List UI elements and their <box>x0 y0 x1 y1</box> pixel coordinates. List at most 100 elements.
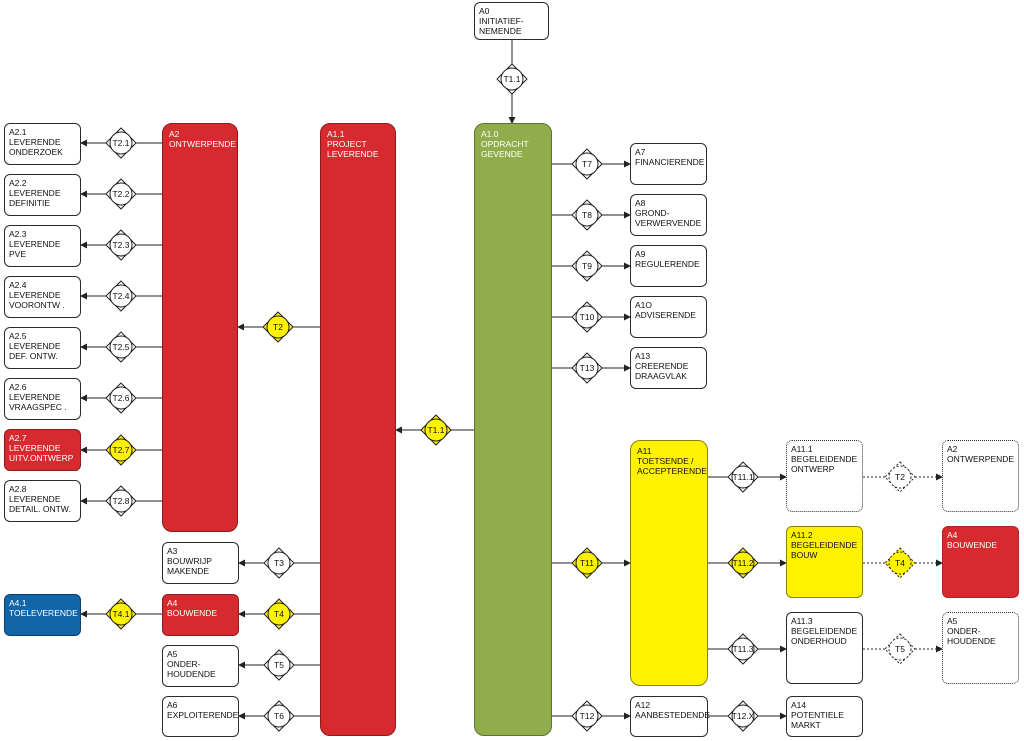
actor-label-line: BOUWRIJP <box>167 556 212 566</box>
actor-label-line: A2.5 <box>9 331 27 341</box>
actor-label-line: A13 <box>635 351 651 361</box>
actor-label-line: ACCEPTERENDE <box>637 466 707 476</box>
actor-label-line: A8 <box>635 198 646 208</box>
transaction-t4-right: T4 <box>884 547 916 579</box>
actor-label-line: AANBESTEDENDE <box>635 710 711 720</box>
actor-label-line: NEMENDE <box>479 26 522 36</box>
actor-label-line: A5 <box>167 649 178 659</box>
transaction-t3: T3 <box>263 547 295 579</box>
transaction-circle <box>731 637 755 661</box>
actor-label-line: LEVERENDE <box>9 239 61 249</box>
actor-label-line: A2.3 <box>9 229 27 239</box>
actor-label-line: OPDRACHT <box>481 139 529 149</box>
transaction-t11: T11 <box>571 547 603 579</box>
transaction-t27: T2.7 <box>105 434 137 466</box>
actor-label-line: BEGELEIDENDE <box>791 626 858 636</box>
transaction-circle <box>575 254 599 278</box>
actor-label-line: EXPLOITERENDE <box>167 710 239 720</box>
transaction-circle <box>267 551 291 575</box>
actor-label-line: ONDERZOEK <box>9 147 63 157</box>
transaction-t23: T2.3 <box>105 229 137 261</box>
actor-label-line: A3 <box>167 546 178 556</box>
transaction-circle <box>266 315 290 339</box>
transaction-label: T2.1 <box>112 138 129 148</box>
actor-label-line: A9 <box>635 249 646 259</box>
transaction-t41: T4.1 <box>105 598 137 630</box>
actor-label-line: CREERENDE <box>635 361 689 371</box>
actor-label-line: A2 <box>947 444 958 454</box>
transaction-t26: T2.6 <box>105 382 137 414</box>
actor-label-line: LEVERENDE <box>9 341 61 351</box>
actor-label-line: DEFINITIE <box>9 198 51 208</box>
transaction-label: T5 <box>274 660 284 670</box>
transaction-t5-right: T5 <box>884 633 916 665</box>
actor-label-line: A4 <box>167 598 178 608</box>
transaction-t22: T2.2 <box>105 178 137 210</box>
actor-label-line: A12 <box>635 700 651 710</box>
transaction-t28: T2.8 <box>105 485 137 517</box>
actor-label-line: POTENTIELE <box>791 710 844 720</box>
actor-label-line: LEVERENDE <box>327 149 379 159</box>
transaction-circle <box>424 418 448 442</box>
actor-label-line: A4.1 <box>9 598 27 608</box>
transaction-label: T2 <box>895 472 905 482</box>
transaction-label: T10 <box>580 312 595 322</box>
transaction-t13: T13 <box>571 352 603 384</box>
transaction-circle <box>888 465 912 489</box>
actor-label-line: VOORONTW . <box>9 300 65 310</box>
transaction-t11-top: T1.1 <box>496 63 528 95</box>
transaction-t21: T2.1 <box>105 127 137 159</box>
transaction-t112: T11.2 <box>727 547 759 579</box>
transaction-t9: T9 <box>571 250 603 282</box>
transaction-t7: T7 <box>571 148 603 180</box>
actor-label-line: ONTWERPENDE <box>169 139 237 149</box>
actor-label-line: ONTWERPENDE <box>947 454 1015 464</box>
actor-label-line: LEVERENDE <box>9 494 61 504</box>
actor-label-line: LEVERENDE <box>9 290 61 300</box>
actor-label-line: UITV.ONTWERP <box>9 453 74 463</box>
actor-label-line: A2.4 <box>9 280 27 290</box>
transaction-circle <box>575 356 599 380</box>
transaction-circle <box>575 152 599 176</box>
actor-label-line: A2.1 <box>9 127 27 137</box>
transaction-circle <box>500 67 524 91</box>
actor-label-line: DEF. ONTW. <box>9 351 58 361</box>
transaction-label: T4.1 <box>112 609 129 619</box>
actor-label-line: PROJECT <box>327 139 367 149</box>
actor-label-line: ONDER- <box>947 626 981 636</box>
transaction-circle <box>575 551 599 575</box>
actor-label-line: A0 <box>479 6 490 16</box>
actor-label-line: LEVERENDE <box>9 137 61 147</box>
transaction-label: T6 <box>274 711 284 721</box>
transaction-t12x: T12.X <box>727 700 759 732</box>
transaction-t111: T11.1 <box>727 461 759 493</box>
transaction-t5: T5 <box>263 649 295 681</box>
transaction-label: T11 <box>580 558 594 568</box>
transaction-t25: T2.5 <box>105 331 137 363</box>
transaction-t6: T6 <box>263 700 295 732</box>
transaction-circle <box>575 203 599 227</box>
transaction-t12: T12 <box>571 700 603 732</box>
actor-label-line: HOUDENDE <box>167 669 216 679</box>
transaction-label: T8 <box>582 210 592 220</box>
transaction-t113: T11.3 <box>727 633 759 665</box>
transaction-circle <box>575 305 599 329</box>
transaction-t11-mid: T1.1 <box>420 414 452 446</box>
